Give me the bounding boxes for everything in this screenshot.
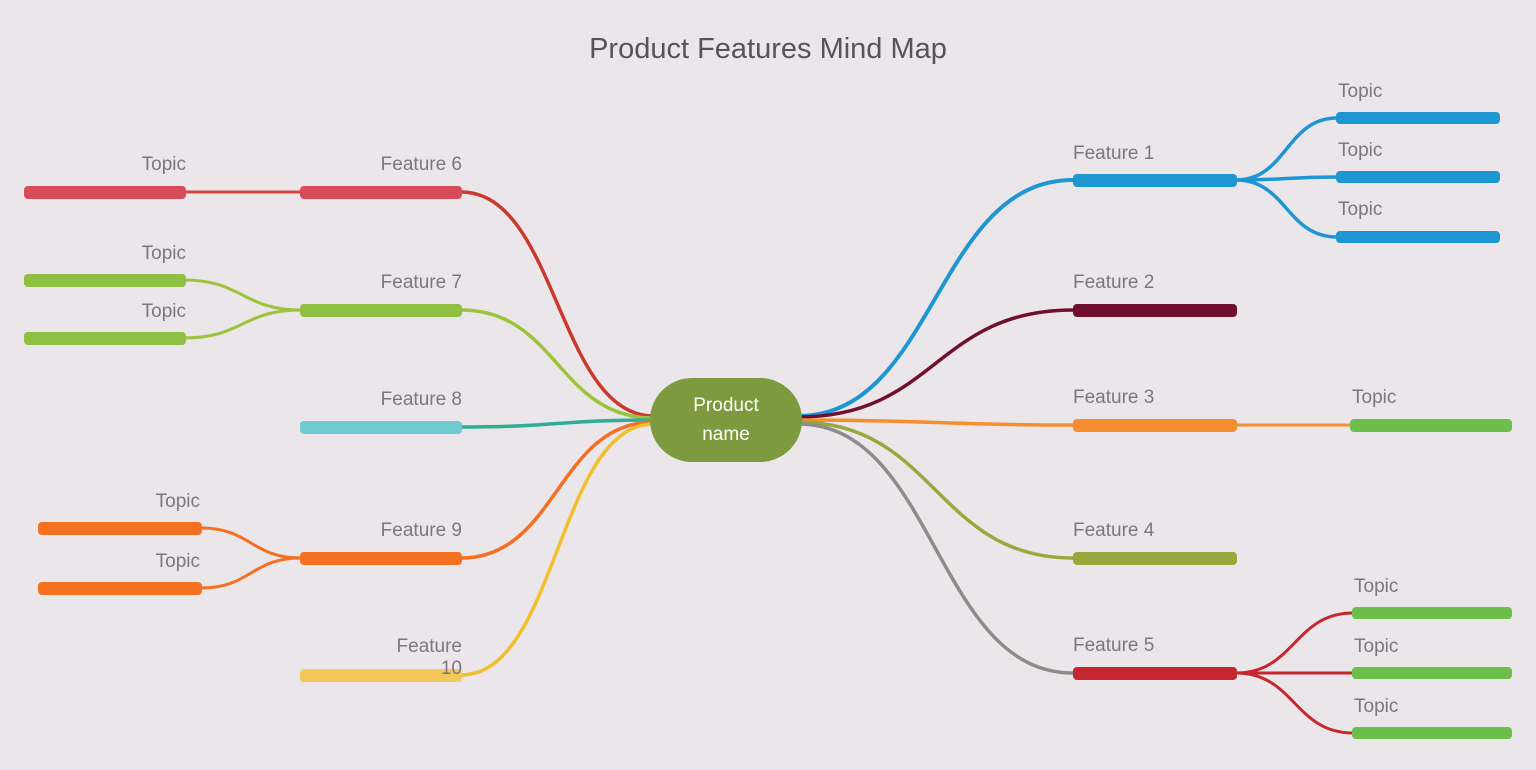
connector-feature-9-to-center	[459, 420, 656, 560]
node-bar-feature-1-topic-1[interactable]	[1336, 112, 1500, 124]
node-bar-feature-7-topic-1[interactable]	[24, 274, 186, 287]
node-label-feature-5-topic-2[interactable]: Topic	[1354, 636, 1399, 657]
node-label-feature-6[interactable]: Feature 6	[380, 154, 462, 175]
node-bar-feature-4[interactable]	[1073, 552, 1237, 565]
node-bar-feature-1[interactable]	[1073, 174, 1237, 187]
center-node-label: name	[702, 424, 750, 445]
node-bar-feature-1-topic-2[interactable]	[1336, 171, 1500, 183]
node-label-feature-5-topic-1[interactable]: Topic	[1354, 576, 1399, 597]
node-label-feature-1-topic-2[interactable]: Topic	[1338, 140, 1383, 161]
node-label-feature-3-topic-1[interactable]: Topic	[1352, 387, 1397, 408]
node-bar-feature-9-topic-1[interactable]	[38, 522, 202, 535]
node-bar-feature-5-topic-2[interactable]	[1352, 667, 1512, 679]
node-bar-feature-7[interactable]	[300, 304, 462, 317]
node-label-feature-3[interactable]: Feature 3	[1073, 387, 1155, 408]
node-label-feature-1-topic-1[interactable]: Topic	[1338, 81, 1383, 102]
center-node[interactable]: Product name	[650, 378, 802, 462]
node-bar-feature-5-topic-1[interactable]	[1352, 607, 1512, 619]
node-bar-feature-10[interactable]	[300, 669, 462, 682]
node-label-feature-4[interactable]: Feature 4	[1073, 520, 1155, 541]
node-label-feature-9-topic-1[interactable]: Topic	[155, 491, 200, 512]
connector-feature-7-to-center	[459, 308, 656, 420]
connector-center-to-feature-3	[796, 418, 1075, 427]
node-label-feature-9[interactable]: Feature 9	[380, 520, 462, 541]
node-bar-feature-1-topic-3[interactable]	[1336, 231, 1500, 243]
node-label-feature-5-topic-3[interactable]: Topic	[1354, 696, 1399, 717]
connector-center-to-feature-5	[796, 422, 1075, 675]
node-bar-feature-7-topic-2[interactable]	[24, 332, 186, 345]
node-bar-feature-9[interactable]	[300, 552, 462, 565]
node-label-feature-7-topic-2[interactable]: Topic	[141, 301, 186, 322]
connector-topic-1-to-feature-9	[199, 526, 303, 560]
node-label-feature-9-topic-2[interactable]: Topic	[155, 551, 200, 572]
connector-topic-2-to-feature-7	[182, 308, 303, 340]
node-label-feature-2[interactable]: Feature 2	[1073, 272, 1155, 293]
connector-feature-6-to-center	[459, 190, 656, 418]
node-bar-feature-5-topic-3[interactable]	[1352, 727, 1512, 739]
connector-topic-2-to-feature-9	[199, 556, 303, 590]
connector-topic-1-to-feature-7	[182, 278, 303, 312]
connector-feature-10-to-center	[459, 422, 656, 677]
node-label-feature-5[interactable]: Feature 5	[1073, 635, 1155, 656]
connector-feature-1-to-topic-2	[1234, 175, 1339, 182]
node-label-feature-6-topic-1[interactable]: Topic	[141, 154, 186, 175]
center-node-label: Product	[693, 395, 759, 416]
connector-feature-1-to-topic-1	[1234, 116, 1339, 182]
connector-feature-5-to-topic-3	[1234, 671, 1355, 735]
node-bar-feature-6[interactable]	[300, 186, 462, 199]
node-label-feature-1-topic-3[interactable]: Topic	[1338, 199, 1383, 220]
node-bar-feature-2[interactable]	[1073, 304, 1237, 317]
connector-center-to-feature-2	[796, 308, 1075, 419]
connector-center-to-feature-4	[796, 420, 1075, 560]
node-bar-feature-3-topic-1[interactable]	[1350, 419, 1512, 432]
connector-feature-5-to-topic-1	[1234, 611, 1355, 675]
connector-feature-1-to-topic-3	[1234, 178, 1339, 239]
node-label-feature-8[interactable]: Feature 8	[380, 389, 462, 410]
diagram-title: Product Features Mind Map	[589, 33, 947, 65]
node-label-feature-7-topic-1[interactable]: Topic	[141, 243, 186, 264]
node-bar-feature-9-topic-2[interactable]	[38, 582, 202, 595]
node-bar-feature-8[interactable]	[300, 421, 462, 434]
node-bar-feature-5[interactable]	[1073, 667, 1237, 680]
node-bar-feature-3[interactable]	[1073, 419, 1237, 432]
node-label-feature-1[interactable]: Feature 1	[1073, 143, 1155, 164]
connector-center-to-feature-1	[796, 178, 1075, 418]
connector-feature-8-to-center	[459, 418, 656, 429]
node-label-feature-7[interactable]: Feature 7	[380, 272, 462, 293]
node-bar-feature-6-topic-1[interactable]	[24, 186, 186, 199]
